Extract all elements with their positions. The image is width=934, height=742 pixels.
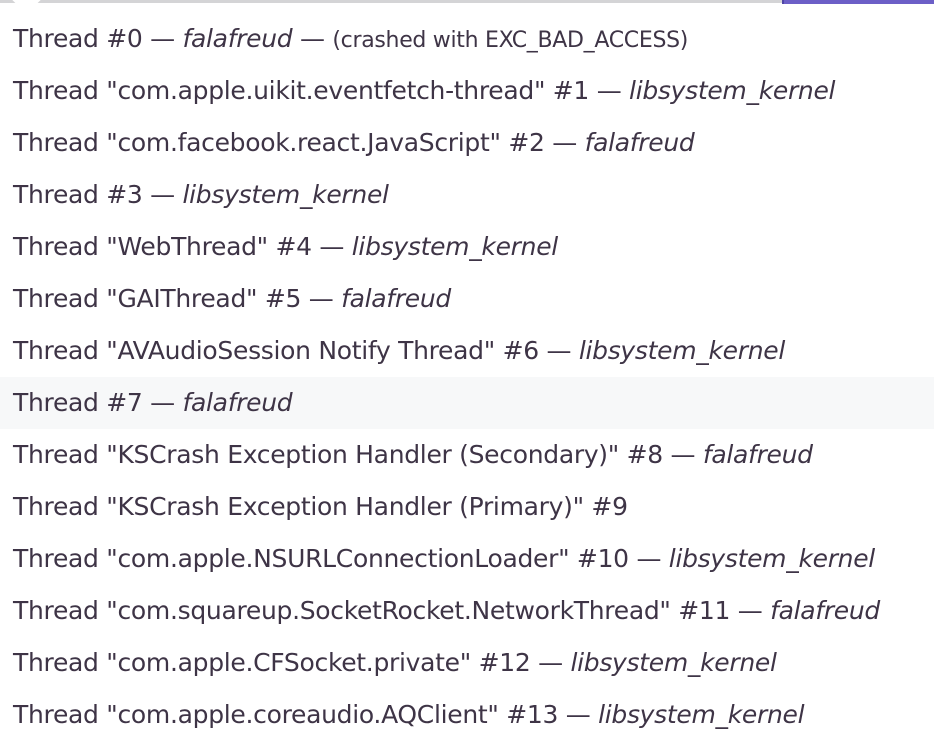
- separator: —: [544, 128, 585, 157]
- thread-library: falafreud: [182, 24, 293, 53]
- thread-item-9[interactable]: Thread "KSCrash Exception Handler (Prima…: [0, 481, 934, 533]
- separator: —: [142, 24, 183, 53]
- separator: —: [558, 700, 599, 729]
- thread-label: Thread "AVAudioSession Notify Thread" #6: [13, 336, 539, 365]
- thread-item-10[interactable]: Thread "com.apple.NSURLConnectionLoader"…: [0, 533, 934, 585]
- thread-label: Thread "com.apple.uikit.eventfetch-threa…: [13, 76, 590, 105]
- thread-library: libsystem_kernel: [598, 700, 805, 729]
- thread-item-3[interactable]: Thread #3 — libsystem_kernel: [0, 169, 934, 221]
- thread-item-5[interactable]: Thread "GAIThread" #5 — falafreud: [0, 273, 934, 325]
- thread-label: Thread "GAIThread" #5: [13, 284, 302, 313]
- crash-note: (crashed with EXC_BAD_ACCESS): [332, 28, 689, 53]
- thread-library: libsystem_kernel: [351, 232, 558, 261]
- thread-library: falafreud: [584, 128, 695, 157]
- thread-item-2[interactable]: Thread "com.facebook.react.JavaScript" #…: [0, 117, 934, 169]
- separator: —: [538, 336, 579, 365]
- thread-item-13[interactable]: Thread "com.apple.coreaudio.AQClient" #1…: [0, 689, 934, 741]
- dropdown-top-border: [0, 0, 782, 3]
- thread-library: falafreud: [341, 284, 451, 313]
- thread-label: Thread "KSCrash Exception Handler (Secon…: [13, 440, 663, 469]
- separator: —: [292, 24, 333, 53]
- thread-library: libsystem_kernel: [182, 180, 389, 209]
- separator: —: [142, 388, 183, 417]
- thread-item-11[interactable]: Thread "com.squareup.SocketRocket.Networ…: [0, 585, 934, 637]
- thread-label: Thread "com.apple.CFSocket.private" #12: [13, 648, 531, 677]
- separator: —: [662, 440, 703, 469]
- separator: —: [301, 284, 342, 313]
- thread-library: falafreud: [770, 596, 880, 625]
- thread-item-1[interactable]: Thread "com.apple.uikit.eventfetch-threa…: [0, 65, 934, 117]
- thread-item-7[interactable]: Thread #7 — falafreud: [0, 377, 934, 429]
- thread-label: Thread "KSCrash Exception Handler (Prima…: [13, 492, 628, 521]
- separator: —: [730, 596, 771, 625]
- separator: —: [589, 76, 630, 105]
- thread-library: falafreud: [182, 388, 293, 417]
- thread-library: libsystem_kernel: [578, 336, 785, 365]
- thread-label: Thread #7: [13, 388, 143, 417]
- thread-label: Thread "com.apple.NSURLConnectionLoader"…: [13, 544, 629, 573]
- thread-item-6[interactable]: Thread "AVAudioSession Notify Thread" #6…: [0, 325, 934, 377]
- separator: —: [311, 232, 352, 261]
- thread-label: Thread #0: [13, 24, 143, 53]
- thread-label: Thread "com.squareup.SocketRocket.Networ…: [13, 596, 731, 625]
- thread-label: Thread "com.apple.coreaudio.AQClient" #1…: [13, 700, 559, 729]
- separator: —: [142, 180, 183, 209]
- thread-item-0[interactable]: Thread #0 — falafreud — (crashed with EX…: [0, 13, 934, 65]
- separator: —: [530, 648, 571, 677]
- separator: —: [628, 544, 669, 573]
- thread-library: libsystem_kernel: [668, 544, 875, 573]
- thread-library: libsystem_kernel: [629, 76, 836, 105]
- thread-list: Thread #0 — falafreud — (crashed with EX…: [0, 13, 934, 741]
- thread-label: Thread "WebThread" #4: [13, 232, 312, 261]
- thread-item-12[interactable]: Thread "com.apple.CFSocket.private" #12 …: [0, 637, 934, 689]
- thread-item-4[interactable]: Thread "WebThread" #4 — libsystem_kernel: [0, 221, 934, 273]
- thread-item-8[interactable]: Thread "KSCrash Exception Handler (Secon…: [0, 429, 934, 481]
- accent-bar: [782, 0, 934, 4]
- thread-label: Thread "com.facebook.react.JavaScript" #…: [13, 128, 545, 157]
- thread-library: libsystem_kernel: [570, 648, 777, 677]
- thread-library: falafreud: [702, 440, 813, 469]
- thread-label: Thread #3: [13, 180, 143, 209]
